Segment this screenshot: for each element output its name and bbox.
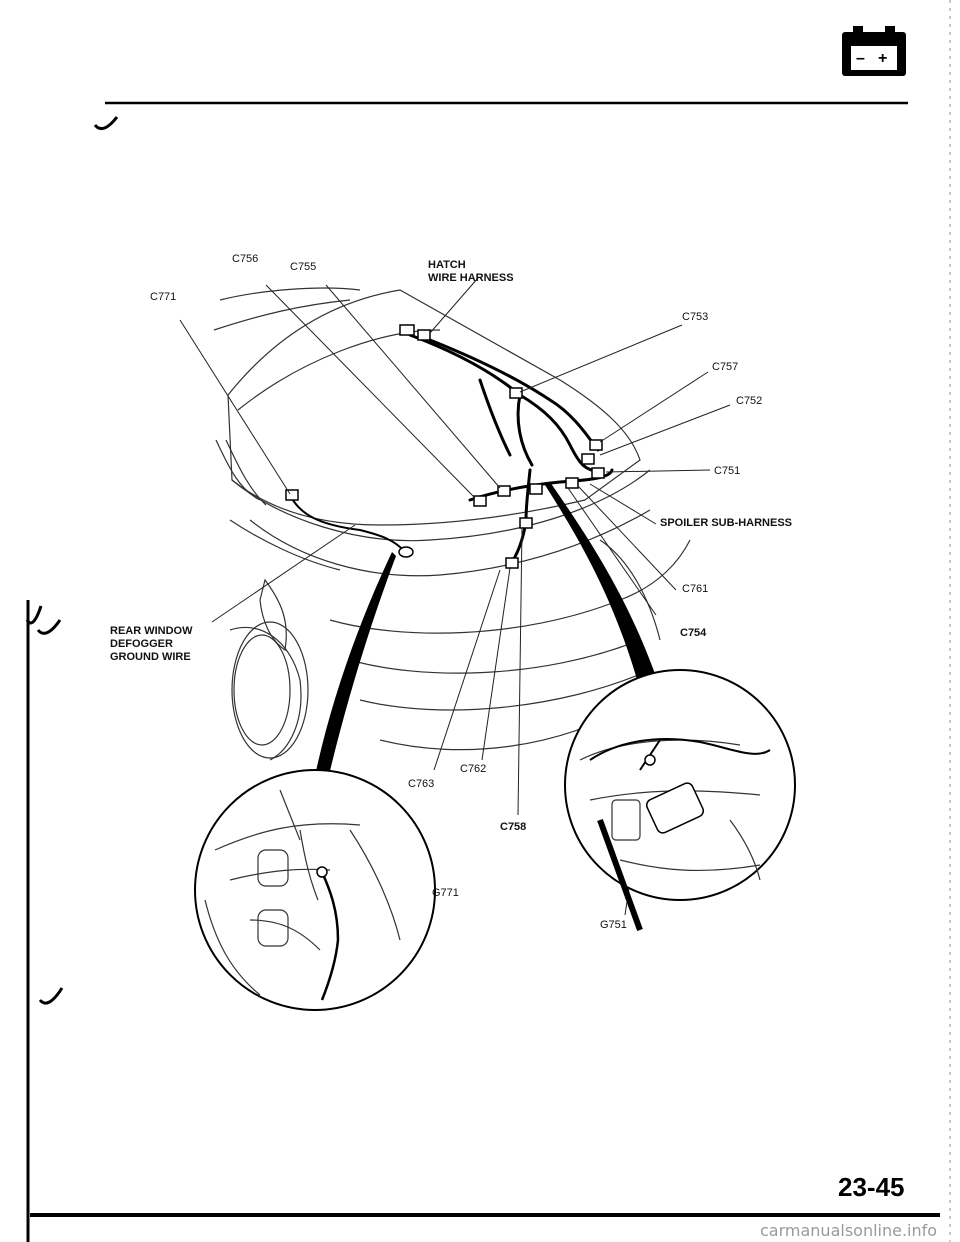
- leader-lines: [179, 277, 731, 916]
- label-g751: G751: [600, 919, 627, 931]
- battery-icon: – +: [842, 26, 906, 76]
- check-marks: [25, 116, 119, 1005]
- label-rear-defogger-line2: DEFOGGER: [110, 638, 173, 650]
- label-c751: C751: [714, 465, 740, 477]
- label-c771: C771: [150, 291, 176, 303]
- label-c761: C761: [682, 583, 708, 595]
- connectors: [285, 324, 605, 569]
- page-number: 23-45: [838, 1172, 905, 1202]
- label-g771: G771: [432, 887, 459, 899]
- label-c756: C756: [232, 253, 258, 265]
- label-hatch-line1: HATCH: [428, 259, 466, 271]
- label-spoiler-sub-harness: SPOILER SUB-HARNESS: [660, 517, 792, 529]
- label-hatch-line2: WIRE HARNESS: [428, 272, 514, 284]
- label-c762: C762: [460, 763, 486, 775]
- zoom-detail-g771: [194, 769, 436, 1011]
- label-c753: C753: [682, 311, 708, 323]
- label-c763: C763: [408, 778, 434, 790]
- defogger-wire: [289, 494, 406, 553]
- label-c752: C752: [736, 395, 762, 407]
- car-body: [213, 287, 691, 761]
- label-rear-defogger-line3: GROUND WIRE: [110, 651, 191, 663]
- watermark: carmanualsonline.info: [760, 1221, 937, 1240]
- svg-text:–: –: [856, 50, 865, 67]
- label-c757: C757: [712, 361, 738, 373]
- svg-text:+: +: [878, 50, 887, 67]
- zoom-pointer-right: [545, 482, 660, 690]
- zoom-detail-g751: [564, 669, 796, 932]
- label-rear-defogger-line1: REAR WINDOW: [110, 625, 193, 637]
- zoom-pointer-left: [312, 552, 396, 792]
- label-c754: C754: [680, 627, 707, 639]
- label-c755: C755: [290, 261, 316, 273]
- label-c758: C758: [500, 821, 526, 833]
